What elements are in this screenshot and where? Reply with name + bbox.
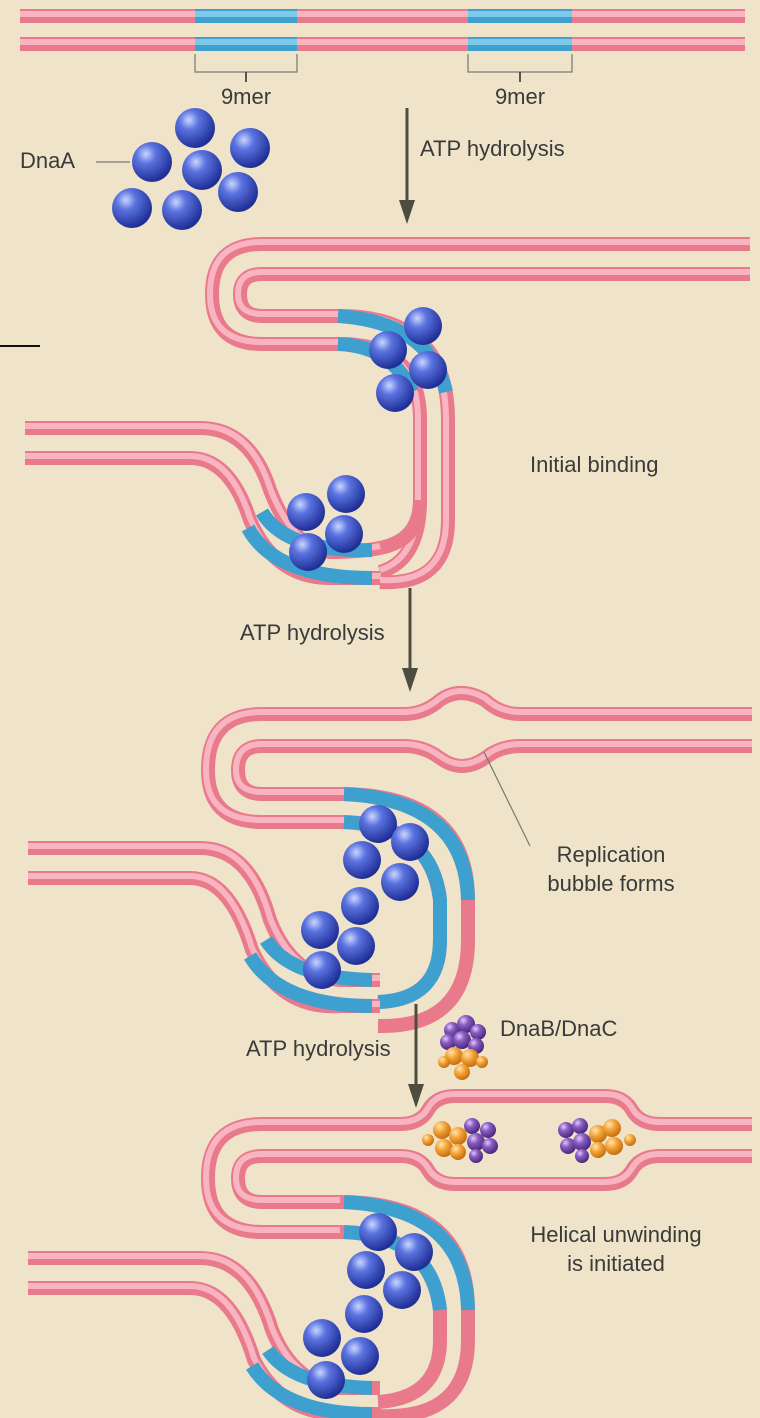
panel-linear-dna bbox=[20, 14, 745, 44]
ninemer-label-right: 9mer bbox=[495, 84, 545, 109]
bubble-label-line2: bubble forms bbox=[547, 871, 674, 896]
atp-hydrolysis-label-2: ATP hydrolysis bbox=[240, 620, 385, 645]
panel-initial-binding-dna bbox=[25, 242, 750, 582]
dnab-dnac-label: DnaB/DnaC bbox=[500, 1016, 618, 1041]
dnaa-bound-cluster-4 bbox=[303, 1213, 433, 1399]
ninemer-bracket-left bbox=[195, 54, 297, 82]
helical-unwinding-label-line1: Helical unwinding bbox=[530, 1222, 701, 1247]
ninemer-bracket-right bbox=[468, 54, 572, 82]
dnaa-label: DnaA bbox=[20, 148, 75, 173]
atp-hydrolysis-label-1: ATP hydrolysis bbox=[420, 136, 565, 161]
bubble-leader-line bbox=[484, 752, 530, 846]
arrow-step-2 bbox=[402, 588, 418, 692]
ninemer-label-left: 9mer bbox=[221, 84, 271, 109]
dnab-dnac-complex-right bbox=[558, 1118, 636, 1163]
dnaa-protein-cluster bbox=[112, 108, 270, 230]
dnab-dnac-complex-free bbox=[438, 1015, 488, 1080]
arrow-step-1 bbox=[399, 108, 415, 224]
dnab-dnac-complex-left bbox=[422, 1118, 498, 1163]
initial-binding-label: Initial binding bbox=[530, 452, 658, 477]
atp-hydrolysis-label-3: ATP hydrolysis bbox=[246, 1036, 391, 1061]
dnaa-bound-cluster-3 bbox=[301, 805, 429, 989]
bubble-label-line1: Replication bbox=[557, 842, 666, 867]
helical-unwinding-label-line2: is initiated bbox=[567, 1251, 665, 1276]
